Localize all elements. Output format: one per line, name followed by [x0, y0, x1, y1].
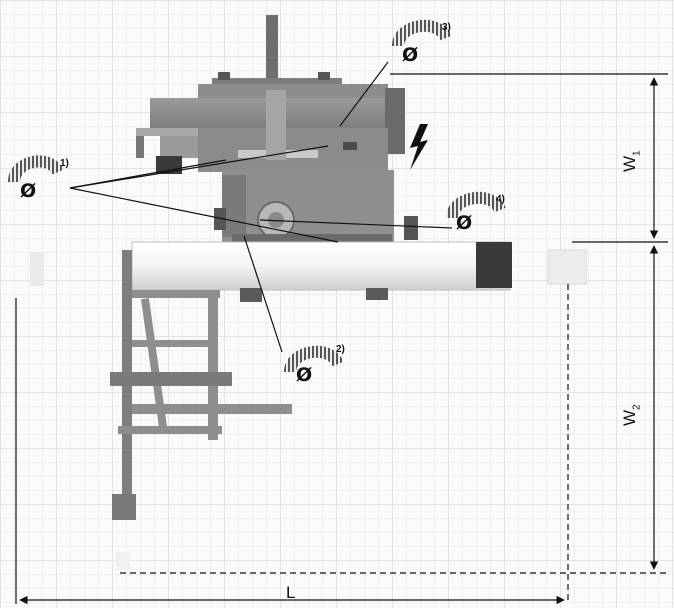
flexible-hose-icon: [446, 191, 506, 220]
vertical-post: [266, 15, 278, 87]
connection-number-1: 1): [60, 158, 69, 169]
saw-housing: [222, 170, 394, 242]
crosscut-fence: [132, 404, 292, 414]
upper-machine-unit: [136, 15, 418, 242]
connection-number-4: 4): [496, 194, 505, 205]
table-end-cap: [476, 242, 512, 288]
dimension-lines: [15, 73, 668, 605]
flexible-hose-icon: [8, 155, 64, 184]
flexible-hose-icon: [392, 19, 452, 48]
connection-number-3: 3): [442, 22, 451, 33]
diameter-symbol-3: Ø: [402, 44, 419, 66]
outrigger-frame: [110, 250, 292, 570]
main-table: [30, 241, 587, 302]
diameter-symbol-1: Ø: [20, 180, 37, 202]
fence-arm: [136, 128, 222, 136]
width1-label: W1: [620, 150, 643, 172]
connection-number-2: 2): [336, 344, 345, 355]
lightning-bolt-icon: [410, 124, 428, 170]
leader-lines: [69, 61, 453, 353]
diameter-symbol-4: Ø: [456, 212, 473, 234]
flexible-hose-icon: [284, 345, 344, 374]
length-label: L: [286, 583, 296, 602]
width2-label: W2: [620, 404, 643, 426]
diameter-symbol-2: Ø: [296, 364, 313, 386]
sliding-table: [131, 241, 511, 291]
